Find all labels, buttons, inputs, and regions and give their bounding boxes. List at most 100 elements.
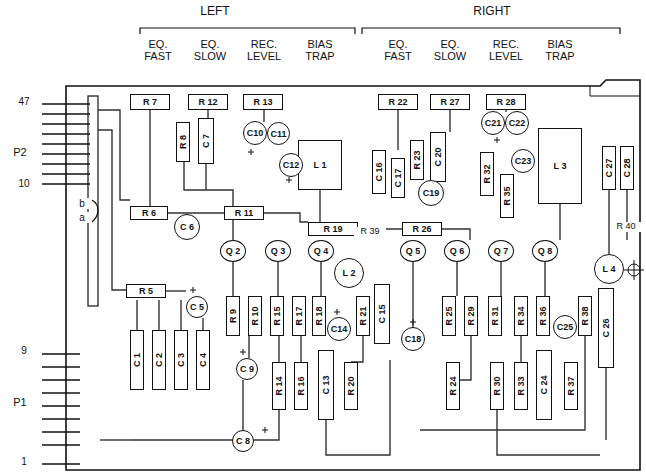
part-name: R 16: [297, 376, 306, 395]
round-component: C 6: [174, 214, 200, 240]
component-box: C 26: [598, 288, 614, 368]
round-component: C19: [418, 180, 444, 206]
pin-number: 10: [11, 178, 37, 189]
column-heading: EQ. SLOW: [431, 38, 469, 62]
part-name: C 24: [540, 375, 549, 394]
part-name: C 7: [202, 134, 211, 148]
round-component: C22: [505, 111, 529, 135]
round-component: C12: [279, 153, 303, 177]
component-box: R 31: [488, 296, 502, 336]
component-box: R 26: [402, 222, 442, 236]
round-component: L 4: [594, 254, 624, 284]
round-component: Q 3: [265, 240, 291, 262]
connector-name: P2: [7, 146, 33, 158]
part-name: R 25: [445, 306, 454, 325]
component-box: R 38: [578, 296, 592, 336]
part-name: R 7: [143, 98, 157, 107]
part-name: C 16: [375, 162, 384, 181]
part-name: R 24: [449, 376, 458, 395]
column-heading: BIAS TRAP: [301, 38, 339, 62]
part-name: Q 3: [271, 247, 286, 256]
column-heading: EQ. SLOW: [191, 38, 229, 62]
part-name: R 31: [491, 306, 500, 325]
part-name: Q 6: [450, 247, 465, 256]
part-name: R 5: [139, 287, 153, 296]
component-box: R 15: [270, 296, 284, 336]
part-name: C 28: [623, 158, 632, 177]
column-heading: REC. LEVEL: [243, 38, 285, 62]
part-name: R 6: [142, 209, 156, 218]
part-name: R 38: [581, 306, 590, 325]
part-name: C 5: [190, 303, 204, 312]
round-component: L 2: [334, 258, 364, 288]
part-name: C21: [485, 119, 502, 128]
component-box: C 16: [372, 150, 386, 194]
component-box: R 36: [536, 296, 550, 336]
part-name: R 13: [253, 98, 272, 107]
component-box: R 20: [344, 362, 358, 410]
component-box: R 8: [176, 122, 190, 162]
component-box: R 5: [126, 284, 166, 298]
part-name: L 4: [603, 265, 616, 274]
component-box: R 30: [490, 362, 504, 410]
part-name: C 8: [236, 437, 250, 446]
part-name: R 11: [235, 209, 254, 218]
terminal-letter: b: [75, 198, 89, 209]
round-component: C21: [481, 111, 505, 135]
component-box: R 14: [272, 362, 286, 410]
round-component: C14: [327, 317, 351, 341]
group-heading: LEFT: [184, 5, 246, 18]
part-name: C14: [331, 325, 348, 334]
component-box: R 24: [446, 362, 460, 410]
part-name: R 20: [347, 376, 356, 395]
component-box: R 17: [292, 296, 306, 336]
part-name: C22: [509, 119, 526, 128]
part-name: R 12: [198, 98, 217, 107]
component-box: R 22: [378, 94, 418, 110]
part-name: R 10: [251, 306, 260, 325]
component-box: R 9: [226, 296, 240, 336]
part-name: C10: [247, 129, 264, 138]
round-component: Q 6: [444, 240, 470, 262]
component-box: C 20: [430, 132, 446, 182]
group-heading: RIGHT: [461, 5, 523, 18]
component-box: C 3: [174, 330, 188, 390]
component-box: R 28: [486, 94, 526, 110]
part-name: C 9: [240, 365, 254, 374]
round-component: C 8: [232, 430, 254, 452]
round-component: Q 4: [308, 240, 334, 262]
part-name: C18: [405, 335, 422, 344]
component-box: C 4: [196, 330, 210, 390]
part-name: C19: [423, 189, 440, 198]
round-component: C11: [267, 122, 290, 145]
component-box: R 16: [294, 362, 308, 410]
component-box: C 13: [318, 350, 334, 420]
column-heading: BIAS TRAP: [541, 38, 579, 62]
part-name: R 30: [493, 376, 502, 395]
part-name: R 18: [315, 306, 324, 325]
part-name: R 36: [539, 306, 548, 325]
part-name: Q 4: [314, 247, 329, 256]
component-box: L 3: [538, 128, 582, 204]
part-name: C 13: [322, 375, 331, 394]
column-heading: EQ. FAST: [379, 38, 417, 62]
component-box: C 28: [620, 146, 634, 190]
part-name: C 3: [177, 353, 186, 367]
component-box: C 2: [152, 330, 166, 390]
column-heading: EQ. FAST: [139, 38, 177, 62]
round-component: Q 5: [400, 240, 426, 262]
column-heading: REC. LEVEL: [485, 38, 527, 62]
part-name: R 40: [610, 222, 642, 232]
part-name: C 2: [155, 353, 164, 367]
part-name: R 26: [412, 225, 431, 234]
part-name: R 28: [496, 98, 515, 107]
component-box: R 34: [514, 296, 528, 336]
round-component: Q 7: [488, 240, 514, 262]
component-box: R 13: [243, 94, 283, 110]
part-name: R 34: [517, 306, 526, 325]
part-name: C 20: [434, 147, 443, 166]
part-name: Q 2: [226, 247, 241, 256]
part-name: R 23: [413, 150, 422, 169]
round-component: C 9: [236, 358, 258, 380]
